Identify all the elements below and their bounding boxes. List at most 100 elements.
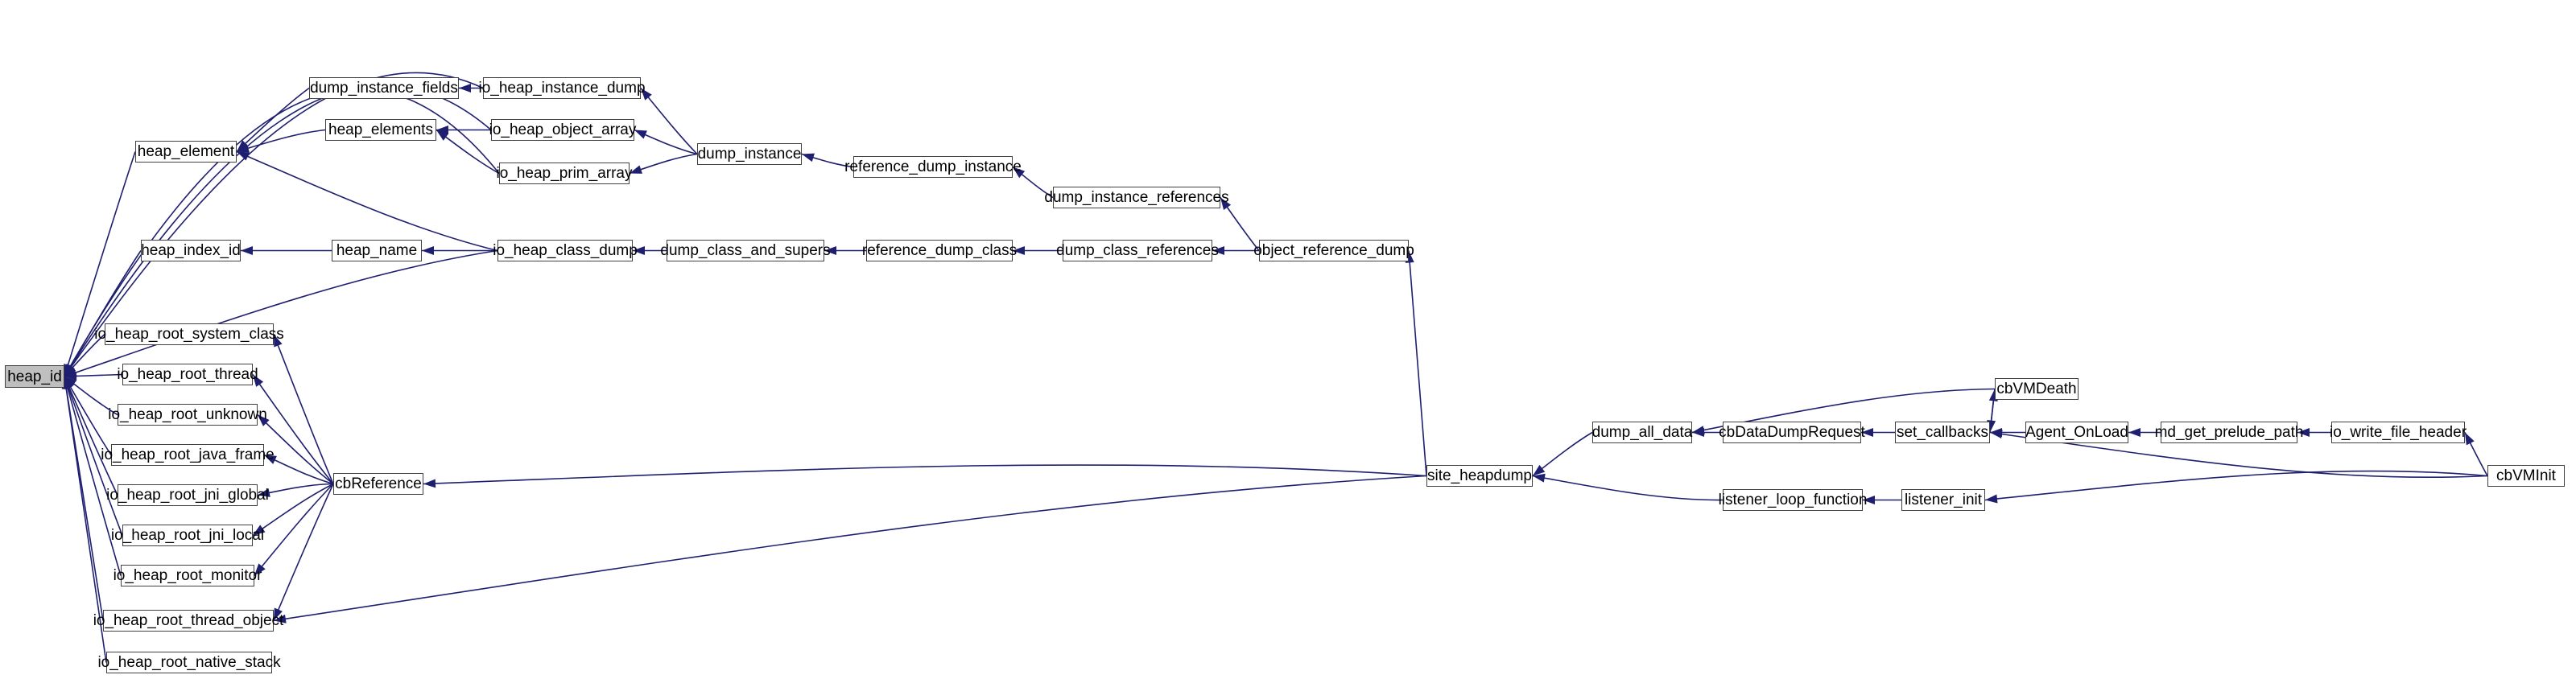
graph-edge-arrowhead [633, 246, 645, 255]
graph-node-listener_loop_function[interactable]: listener_loop_function [1719, 489, 1867, 511]
graph-node-io_heap_root_jni_global[interactable]: io_heap_root_jni_global [106, 484, 269, 506]
graph-node-io_heap_root_java_frame[interactable]: io_heap_root_java_frame [101, 444, 275, 466]
graph-node-io_heap_root_thread_object[interactable]: io_heap_root_thread_object [93, 610, 283, 632]
graph-edge-arrowhead [237, 151, 250, 161]
graph-edge-arrowhead [2128, 428, 2140, 437]
graph-node-label: dump_all_data [1591, 424, 1693, 441]
graph-edge-arrowhead [274, 607, 283, 621]
graph-edge-arrowhead [436, 130, 449, 141]
graph-node-io_heap_class_dump[interactable]: io_heap_class_dump [493, 240, 638, 261]
graph-edge-arrowhead [634, 130, 647, 139]
graph-node-label: set_callbacks [1896, 424, 1989, 441]
graph-edge-arrowhead [641, 88, 652, 101]
graph-node-label: heap_id [7, 368, 62, 385]
graph-node-label: io_heap_root_native_stack [97, 654, 281, 671]
graph-node-object_reference_dump[interactable]: object_reference_dump [1253, 240, 1414, 261]
graph-node-set_callbacks[interactable]: set_callbacks [1895, 422, 1990, 443]
graph-edge [64, 376, 107, 663]
graph-node-cbDataDumpRequest[interactable]: cbDataDumpRequest [1719, 422, 1865, 443]
graph-node-dump_instance_fields[interactable]: dump_instance_fields [309, 77, 459, 99]
graph-edge-arrowhead [64, 364, 76, 377]
graph-edge [423, 464, 1427, 485]
graph-edge-arrowhead [423, 479, 436, 488]
graph-node-dump_instance[interactable]: dump_instance [697, 143, 802, 165]
graph-node-label: io_heap_root_java_frame [101, 446, 275, 463]
graph-edge [64, 376, 118, 496]
graph-node-label: site_heapdump [1427, 467, 1532, 484]
graph-edge-arrowhead [64, 371, 77, 381]
graph-edge [64, 249, 498, 377]
graph-edge-arrowhead [1990, 430, 2003, 439]
graph-node-io_heap_object_array[interactable]: io_heap_object_array [489, 119, 636, 141]
graph-node-io_heap_root_jni_local[interactable]: io_heap_root_jni_local [111, 525, 264, 546]
graph-node-label: dump_instance_fields [310, 80, 458, 97]
graph-node-io_heap_instance_dump[interactable]: io_heap_instance_dump [478, 77, 646, 99]
graph-node-Agent_OnLoad[interactable]: Agent_OnLoad [2025, 422, 2128, 443]
graph-node-label: object_reference_dump [1253, 242, 1414, 259]
graph-node-dump_class_references[interactable]: dump_class_references [1056, 240, 1219, 261]
graph-edge-arrowhead [1220, 197, 1232, 210]
graph-node-label: listener_loop_function [1718, 492, 1868, 508]
graph-node-heap_element[interactable]: heap_element [135, 141, 237, 163]
graph-node-label: dump_class_references [1056, 242, 1219, 259]
graph-edge-arrowhead [1533, 473, 1546, 483]
graph-edge-arrowhead [1013, 246, 1025, 255]
graph-edge-arrowhead [1212, 246, 1224, 255]
graph-edge [64, 376, 123, 536]
graph-edge [273, 475, 1427, 622]
graph-node-dump_instance_references[interactable]: dump_instance_references [1044, 187, 1229, 208]
graph-node-label: heap_elements [328, 121, 433, 138]
graph-node-cbReference[interactable]: cbReference [333, 473, 423, 495]
graph-node-label: io_heap_class_dump [493, 242, 638, 259]
graph-edge-arrowhead [1863, 496, 1875, 504]
graph-node-label: heap_index_id [141, 242, 241, 259]
graph-edge-arrowhead [2297, 428, 2310, 437]
graph-node-md_get_prelude_path[interactable]: md_get_prelude_path [2155, 422, 2303, 443]
graph-edge-arrowhead [630, 165, 642, 174]
graph-edge-arrowhead [237, 143, 250, 153]
graph-node-cbVMDeath[interactable]: cbVMDeath [1995, 378, 2079, 400]
graph-node-label: io_heap_prim_array [496, 165, 633, 182]
graph-edge [236, 87, 310, 153]
graph-node-io_heap_root_monitor[interactable]: io_heap_root_monitor [114, 565, 262, 586]
graph-node-cbVMInit[interactable]: cbVMInit [2487, 465, 2565, 487]
graph-edge-arrowhead [258, 488, 270, 497]
graph-node-heap_index_id[interactable]: heap_index_id [141, 240, 241, 261]
graph-edge-arrowhead [824, 246, 836, 255]
graph-node-label: heap_name [336, 242, 418, 259]
graph-node-label: dump_class_and_supers [660, 242, 831, 259]
graph-edge-arrowhead [1533, 464, 1546, 476]
graph-node-io_heap_root_thread[interactable]: io_heap_root_thread [117, 364, 258, 385]
graph-edge [64, 72, 484, 377]
graph-node-io_write_file_header[interactable]: io_write_file_header [2330, 422, 2467, 443]
graph-node-io_heap_prim_array[interactable]: io_heap_prim_array [496, 163, 633, 184]
graph-node-heap_elements[interactable]: heap_elements [325, 119, 436, 141]
graph-edge-arrowhead [274, 334, 283, 348]
graph-node-io_heap_root_unknown[interactable]: io_heap_root_unknown [108, 404, 267, 426]
graph-edge-arrowhead [1013, 167, 1026, 179]
graph-node-heap_name[interactable]: heap_name [332, 240, 422, 261]
graph-node-reference_dump_instance[interactable]: reference_dump_instance [844, 156, 1022, 178]
graph-node-io_heap_root_system_class[interactable]: io_heap_root_system_class [94, 323, 284, 345]
graph-edge [254, 483, 334, 577]
graph-node-io_heap_root_native_stack[interactable]: io_heap_root_native_stack [97, 652, 281, 673]
graph-node-label: listener_init [1904, 492, 1983, 508]
graph-edge-arrowhead [1692, 426, 1705, 435]
graph-edge-arrowhead [254, 563, 266, 576]
graph-node-site_heapdump[interactable]: site_heapdump [1426, 465, 1533, 487]
graph-node-dump_class_and_supers[interactable]: dump_class_and_supers [660, 240, 831, 261]
graph-edge-arrowhead [264, 455, 277, 464]
graph-node-heap_id[interactable]: heap_id [5, 365, 64, 388]
graph-node-label: reference_dump_class [861, 242, 1018, 259]
graph-node-dump_all_data[interactable]: dump_all_data [1592, 422, 1692, 443]
graph-edge [64, 88, 500, 377]
graph-node-label: io_heap_root_jni_local [110, 527, 265, 544]
graph-node-listener_init[interactable]: listener_init [1901, 489, 1985, 511]
graph-node-label: cbVMInit [2496, 467, 2556, 484]
graph-node-reference_dump_class[interactable]: reference_dump_class [862, 240, 1017, 261]
graph-node-label: io_heap_root_thread_object [93, 612, 284, 629]
graph-edge [64, 376, 122, 576]
graph-edge [273, 484, 334, 621]
